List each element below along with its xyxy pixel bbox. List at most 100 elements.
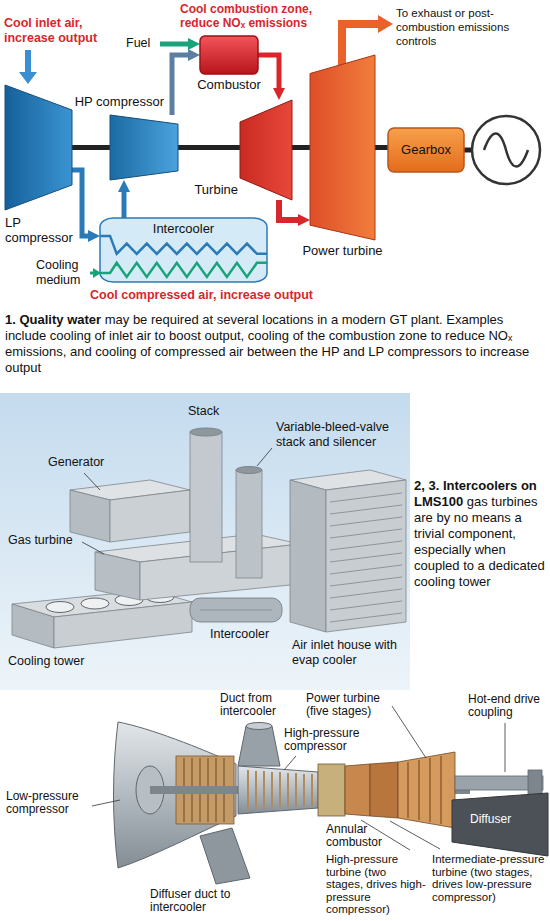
gearbox-label: Gearbox [388, 142, 464, 157]
part-label: High-pressure turbine (two stages, drive… [326, 853, 426, 915]
part-label-block: Intermediate-pressure turbine (two stage… [432, 853, 547, 903]
lp-compressor-outline [5, 85, 72, 210]
diffuser [452, 793, 548, 856]
inlet-air-arrowhead [19, 72, 37, 84]
shaft-line [375, 145, 388, 150]
part-label-block: High-pressure compressor [284, 727, 374, 753]
figure-caption-block: 2, 3. Intercoolers on LMS100gas turbines… [414, 478, 548, 590]
fan [81, 598, 109, 609]
combustor-outline [200, 36, 258, 74]
part-label-block: Cooling tower [8, 654, 84, 669]
part-label-block: Intercooler [210, 627, 269, 642]
enclosure-front [95, 552, 140, 600]
coil-line [100, 236, 267, 254]
part-label-block: Diffuser duct to intercooler [150, 888, 238, 914]
intercooler-label: Intercooler [100, 221, 267, 236]
inlet-house-front [290, 480, 326, 632]
intercooler-outline [100, 218, 267, 282]
figure-caption-block: 1. Quality watermay be required at sever… [5, 312, 545, 376]
hp-blades [248, 770, 312, 810]
turbine: Turbine [240, 100, 292, 200]
part-label-block: Duct from intercooler [220, 692, 300, 718]
part-label: Air inlet house with evap cooler [292, 638, 397, 667]
part-label-block: High-pressure turbine (two stages, drive… [326, 853, 426, 916]
intercooler-return-duct [238, 726, 280, 766]
generator-symbol [472, 116, 540, 184]
intercooler-vessel [190, 598, 282, 622]
part-label-block: Gas turbine [8, 533, 73, 548]
part-label: Annular combustor [326, 822, 382, 849]
part-label-block: Power turbine (five stages) [306, 692, 396, 718]
stack [190, 432, 222, 562]
hp-turbine [345, 764, 370, 816]
air-pipe [72, 170, 90, 236]
output-label: To exhaust or post-combustion emissions … [396, 7, 509, 47]
annular-combustor [318, 764, 345, 816]
input-label-block: Cooling medium [36, 258, 92, 288]
inlet-grille [330, 493, 402, 622]
fan [46, 602, 74, 613]
callout-note: Cool combustion zone, reduce NOₓ emissio… [180, 2, 312, 30]
hot-gas-arrow [279, 200, 300, 220]
callout-note-block: Cool combustion zone, reduce NOₓ emissio… [180, 2, 332, 30]
callout-note-block: Cool compressed air, increase output [90, 288, 313, 303]
bleed-stack-top [236, 467, 262, 474]
part-label: Hot-end drive coupling [468, 692, 540, 719]
turbine-label: Turbine [194, 182, 238, 197]
callout-note: Cool compressed air, increase output [90, 288, 313, 302]
turbine-outline [240, 100, 292, 200]
exhaust-arrowhead [378, 15, 393, 33]
caption-lead: 1. Quality water [5, 312, 101, 327]
part-label: Generator [48, 455, 104, 469]
coil-line [100, 263, 267, 277]
hp-compressor [238, 766, 318, 814]
lp-compressor-shape [5, 85, 72, 210]
air-pipe [172, 55, 190, 115]
part-label-block: Stack [188, 404, 219, 419]
part-label: Intermediate-pressure turbine (two stage… [432, 853, 545, 903]
input-label: Cooling medium [36, 258, 80, 287]
callout-note-block: Cool inlet air, increase output [4, 16, 134, 46]
leader-lines [82, 448, 272, 554]
output-label-block: To exhaust or post-combustion emissions … [396, 6, 546, 48]
part-label-block: Diffuser [470, 812, 511, 826]
shaft-line [178, 145, 240, 150]
part-label-block: Hot-end drive coupling [468, 693, 546, 719]
part-label-block: Generator [48, 455, 104, 470]
shaft [290, 145, 312, 150]
sky-background [0, 393, 410, 690]
inlet-house-side [326, 480, 406, 632]
part-label: Diffuser duct to intercooler [150, 887, 230, 914]
vessel-seam [200, 610, 272, 611]
bleed-stack [236, 470, 262, 578]
leader-lines [92, 706, 505, 850]
power-turbine-shape [310, 55, 375, 240]
combustor-label: Combustor [197, 77, 261, 92]
input-label: Fuel [126, 36, 150, 50]
hp-compressor: HP compressor [110, 115, 178, 180]
fuel-arrow [160, 42, 190, 47]
pt-blades [408, 756, 441, 824]
power-turbine-outline [310, 55, 375, 240]
power-turbine [398, 752, 455, 828]
part-label-block: Annular combustor [326, 823, 396, 849]
inlet-air-arrow [25, 50, 31, 74]
part-label: Cooling tower [8, 654, 84, 668]
part-label: Gas turbine [8, 533, 73, 547]
intercooler: Intercooler [100, 218, 267, 282]
part-label-block: Low-pressure compressor [6, 790, 90, 816]
combustor: Combustor [200, 36, 258, 74]
part-label: High-pressure compressor [284, 726, 359, 753]
generator-front [70, 490, 110, 542]
fuel-arrowhead [188, 38, 200, 50]
gearbox-outline [388, 128, 464, 172]
power-turbine-label: Power turbine [302, 243, 382, 258]
gearbox: Gearbox [388, 128, 464, 172]
diffuser-duct [200, 828, 250, 884]
lp-compressor-label: LP compressor [5, 215, 77, 245]
turbine-shape [240, 100, 292, 200]
stack-top [190, 428, 222, 436]
combustor-shape [200, 36, 258, 74]
lp-compressor: LP compressor [5, 85, 72, 210]
